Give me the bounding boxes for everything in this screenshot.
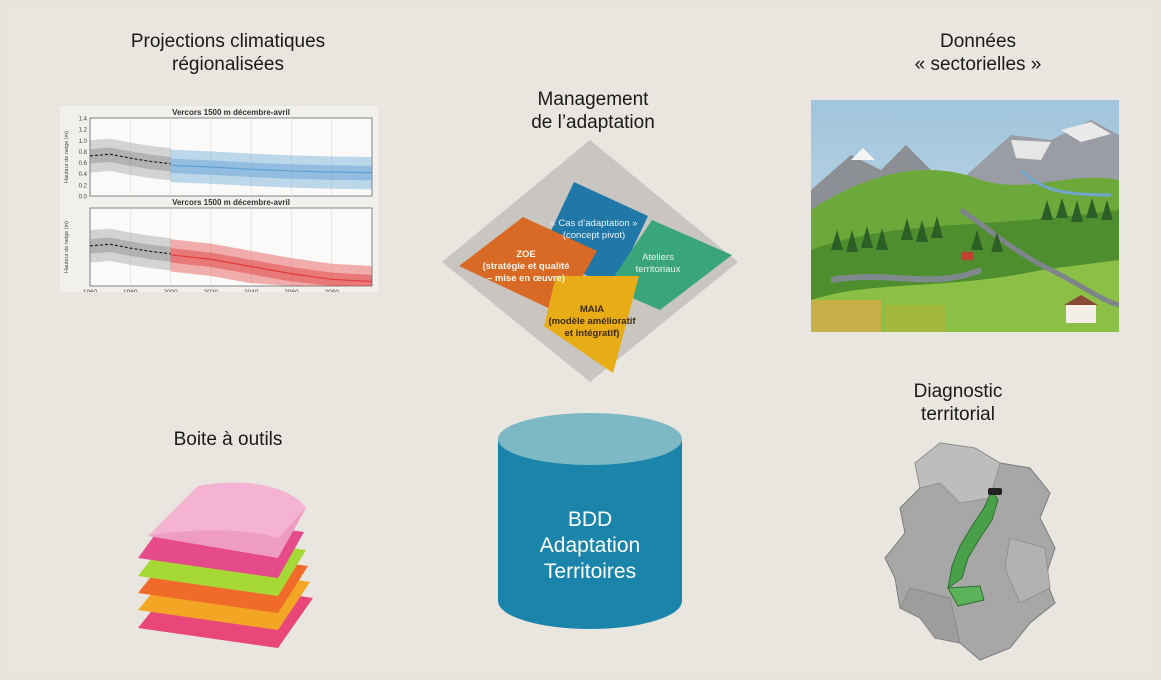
y-tick-label: 1.2: [79, 128, 88, 134]
label-projections-line2: régionalisées: [172, 54, 284, 75]
y-tick-label: 0.4: [79, 172, 88, 178]
label-donnees-line1: Données: [939, 31, 1017, 52]
label-management-line1: Management: [537, 89, 649, 110]
sticky-notes-icon: [138, 482, 313, 648]
zoe-label-line3: – mise en œuvre): [487, 273, 565, 284]
y-axis-label: Hauteur de neige (m): [64, 221, 70, 273]
y-tick-label: 0.2: [79, 183, 88, 189]
inner-band: [90, 147, 171, 172]
projection-charts: Vercors 1500 m décembre-avril 1.4 1.2 1.0 0.…: [60, 106, 378, 292]
x-tick-label: 2080: [324, 289, 339, 292]
x-tick-label: 2020: [204, 289, 219, 292]
territorial-map: [884, 442, 1056, 661]
y-tick-label: 0.0: [79, 195, 88, 201]
zoe-label-line2: (stratégie et qualité: [482, 261, 569, 272]
maia-label-line2: (modèle amélioratif: [548, 316, 636, 327]
database-cylinder: BDD Adaptation Territoires: [498, 413, 682, 629]
x-tick-label: 2060: [284, 289, 299, 292]
label-donnees: Données « sectorielles »: [858, 30, 1098, 76]
ateliers-label-line2: territoriaux: [636, 264, 681, 275]
cas-label-line1: « Cas d’adaptation »: [550, 218, 637, 229]
chart-bottom: Vercors 1500 m décembre-avril 1960 1980 200…: [64, 198, 373, 292]
map-highlight: [947, 488, 999, 590]
inner-band: [90, 237, 171, 262]
label-diagnostic-line1: Diagnostic: [913, 381, 1003, 402]
x-tick-label: 2040: [244, 289, 259, 292]
cas-label-line2: (concept pivot): [563, 230, 625, 241]
y-tick-label: 1.4: [79, 117, 88, 123]
label-diagnostic: Diagnostic territorial: [863, 380, 1053, 426]
database-label-line3: Territoires: [544, 560, 636, 583]
label-projections-line1: Projections climatiques: [130, 31, 326, 52]
database-top: [498, 413, 682, 465]
diamond-maia: [544, 276, 639, 373]
zoe-label-line1: ZOE: [516, 249, 536, 260]
x-tick-label: 1980: [123, 289, 138, 292]
y-tick-label: 0.8: [79, 150, 88, 156]
series-line: [89, 243, 171, 255]
chart-top: Vercors 1500 m décembre-avril 1.4 1.2 1.0 0.…: [64, 108, 373, 201]
y-tick-label: 1.0: [79, 139, 88, 145]
plot-area: [89, 117, 373, 197]
database-body: [498, 439, 682, 629]
x-tick-label: 2000: [163, 289, 178, 292]
label-management: Management de l’adaptation: [488, 88, 698, 134]
plot-area: [89, 207, 373, 287]
label-management-line2: de l’adaptation: [531, 112, 655, 133]
diamond-ateliers: [607, 220, 732, 310]
label-donnees-line2: « sectorielles »: [914, 54, 1042, 75]
historical-band: [90, 228, 171, 271]
chart-title: Vercors 1500 m décembre-avril: [172, 198, 290, 207]
management-diamond: « Cas d’adaptation » (concept pivot) ZOE…: [442, 140, 738, 382]
y-axis-label: Hauteur de neige (m): [64, 131, 70, 183]
inner-band: [170, 248, 372, 286]
landscape-illustration: [811, 100, 1119, 332]
series-line: [89, 153, 171, 165]
database-label-line1: BDD: [568, 508, 612, 531]
label-boite-text: Boite à outils: [173, 429, 283, 450]
database-label-line2: Adaptation: [540, 534, 640, 557]
label-projections: Projections climatiques régionalisées: [98, 30, 358, 76]
series-line: [170, 254, 373, 283]
maia-label-line1: MAIA: [580, 304, 604, 315]
x-tick-label: 1960: [83, 289, 98, 292]
projection-band: [170, 239, 372, 286]
historical-band: [90, 138, 171, 181]
series-line: [170, 164, 373, 174]
diagram-canvas: Projections climatiques régionalisées Ma…: [8, 8, 1153, 672]
y-tick-label: 0.6: [79, 161, 88, 167]
chart-title: Vercors 1500 m décembre-avril: [172, 108, 290, 117]
label-boite: Boite à outils: [138, 428, 318, 451]
label-diagnostic-line2: territorial: [921, 404, 995, 425]
ateliers-label-line1: Ateliers: [642, 252, 674, 263]
maia-label-line3: et intégratif): [565, 328, 620, 339]
